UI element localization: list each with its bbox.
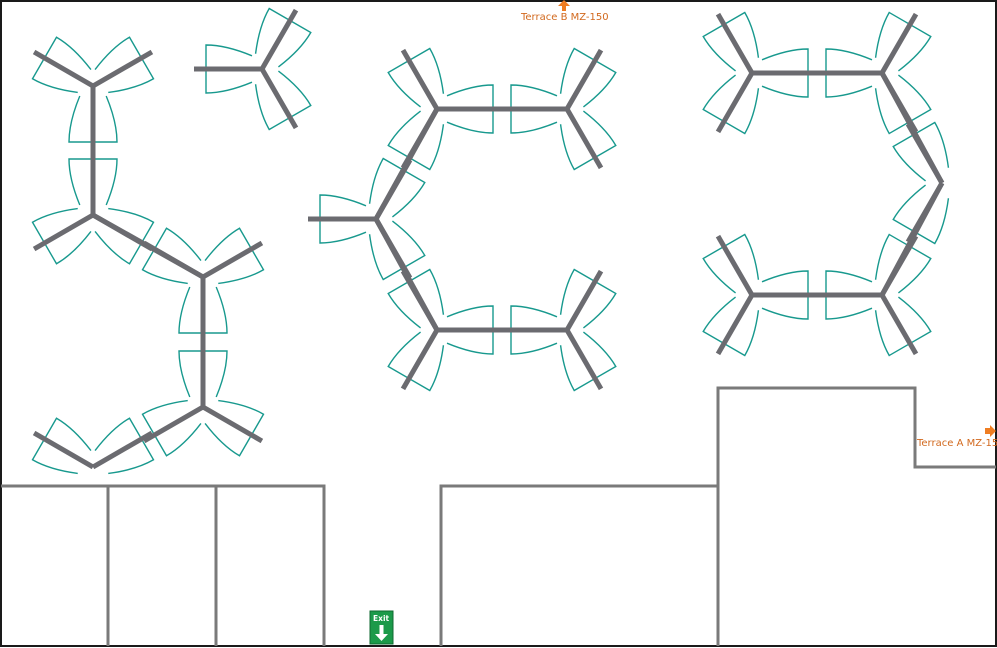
desk-pod-spine [259,8,299,71]
desk-spine-link [879,181,945,297]
terrace-a-label: Terrace A MZ-150 [916,438,997,449]
desk-spine-link [879,71,945,185]
desk-pod-spine [879,293,919,356]
room-wall-bottom-right [716,386,996,646]
desk-pod-spine [715,71,755,134]
exit-sign[interactable]: Exit [369,610,394,645]
desk-pod-spine [400,48,440,111]
room-wall-bottom-left [1,484,326,646]
desk-pod[interactable] [308,157,426,281]
desk-pod-spine [715,293,755,356]
exit-sign-label: Exit [373,614,390,623]
desk-pod[interactable] [31,417,155,475]
desk-pod[interactable] [194,7,312,131]
desk-pod-spine [715,234,755,297]
desk-pod-spine [715,12,755,75]
terrace-b-label: Terrace B MZ-150 [520,12,609,23]
desk-spine-link [91,212,205,280]
desk-pod-spine [201,240,264,280]
arrow-right-icon [985,425,996,437]
desk-pod-spine [142,404,205,444]
desk-pod-spine [879,12,919,75]
desk-pod-spine [400,328,440,391]
desk-spine-link [373,217,440,332]
desk-pod-spine [259,67,299,130]
desk-pod-spine [32,212,95,252]
desk-pod-spine [564,107,604,170]
desk-pod-spine [564,269,604,332]
desk-pod-spine [564,48,604,111]
desk-pod-spine [32,49,95,89]
desk-pod-spine [201,404,264,444]
room-wall-bottom-middle [439,484,718,646]
terrace-b-marker[interactable]: Terrace B MZ-150 [520,0,609,23]
desk-pods [31,7,950,475]
arrow-up-icon [558,0,570,11]
exit-down-arrow-icon [375,625,388,641]
desk-spine-link [373,107,440,221]
desk-pod-spine [32,430,95,470]
terrace-a-marker[interactable]: Terrace A MZ-150 [916,425,997,449]
desk-pod-spine [91,430,154,470]
desk-pod-spine [564,328,604,391]
desk-pod-spine [91,49,154,89]
walls [1,386,996,646]
